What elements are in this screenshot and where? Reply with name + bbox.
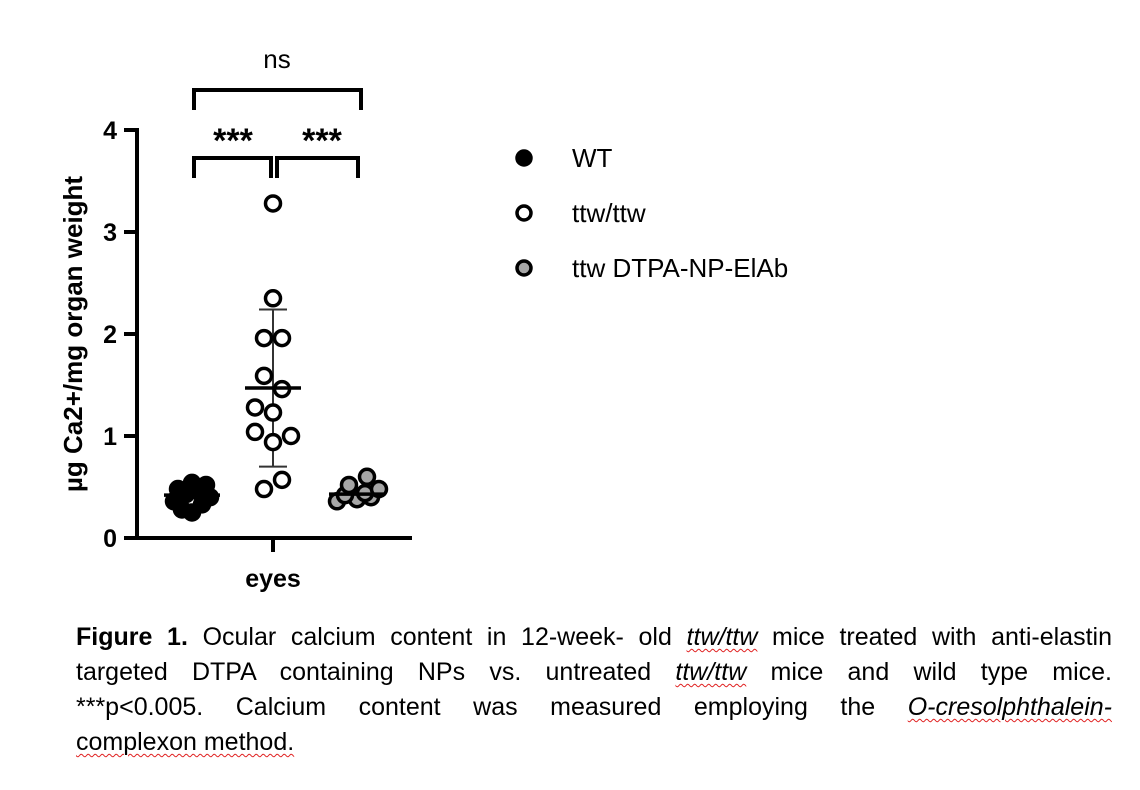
x-tick-label: eyes xyxy=(245,565,301,593)
y-axis-label: µg Ca2+/mg organ weight xyxy=(58,176,88,493)
significance-bracket-ttw-np xyxy=(275,156,360,178)
data-point xyxy=(254,328,274,348)
caption-text: mice and wild type mice. xyxy=(746,658,1112,686)
significance-bracket-wt-ttw xyxy=(192,156,273,178)
legend-label: WT xyxy=(572,143,613,173)
caption-italic: ttw/ttw xyxy=(686,623,758,651)
data-point xyxy=(272,328,292,348)
scatter-chart: 0 1 2 3 4 eyes µg Ca2+/mg organ weight ns **… xyxy=(58,44,788,593)
caption-line-4: complexon method. xyxy=(76,725,1112,760)
caption-line-2: targeted DTPA containing NPs vs. untreat… xyxy=(76,655,1112,690)
legend-marker xyxy=(515,204,533,222)
data-point xyxy=(357,467,377,487)
data-point xyxy=(254,366,274,386)
data-point xyxy=(263,194,283,213)
caption-italic: O-cresolphthalein- xyxy=(907,693,1112,721)
caption-line-3: ***p<0.005. Calcium content was measured… xyxy=(76,690,1112,725)
y-tick-label: 1 xyxy=(103,423,117,451)
caption-text: mice treated with anti-elastin xyxy=(757,623,1112,651)
significance-label-ns: ns xyxy=(263,44,290,74)
caption-text: Ocular calcium content in 12-week- old xyxy=(187,623,687,651)
data-point xyxy=(272,470,292,490)
data-point xyxy=(254,479,274,499)
y-tick-label: 4 xyxy=(103,117,117,145)
significance-label-ttw-np: *** xyxy=(302,122,342,160)
caption-line-1: Figure 1. Ocular calcium content in 12-w… xyxy=(76,620,1112,655)
caption-text: targeted DTPA containing NPs vs. untreat… xyxy=(76,658,676,686)
legend-label: ttw/ttw xyxy=(572,198,646,228)
legend-marker xyxy=(515,259,533,277)
y-tick-label: 3 xyxy=(103,219,117,247)
data-point xyxy=(263,289,283,308)
figure-label: Figure 1. xyxy=(76,623,188,651)
significance-label-wt-ttw: *** xyxy=(213,122,253,160)
data-point xyxy=(263,432,283,452)
data-point xyxy=(182,473,202,493)
data-point xyxy=(339,475,359,495)
legend-marker xyxy=(515,149,533,167)
caption-italic: ttw/ttw xyxy=(675,658,747,686)
y-tick-label: 0 xyxy=(103,525,117,553)
legend-label: ttw DTPA-NP-ElAb xyxy=(572,253,788,283)
significance-bracket-ns xyxy=(192,88,363,110)
y-tick-label: 2 xyxy=(103,321,117,349)
caption-text: ***p<0.005. Calcium content was measured… xyxy=(76,693,908,721)
caption-text: complexon method. xyxy=(76,728,295,756)
data-point xyxy=(263,403,283,422)
data-point xyxy=(281,426,301,446)
data-point xyxy=(245,422,265,442)
data-point xyxy=(245,398,265,417)
